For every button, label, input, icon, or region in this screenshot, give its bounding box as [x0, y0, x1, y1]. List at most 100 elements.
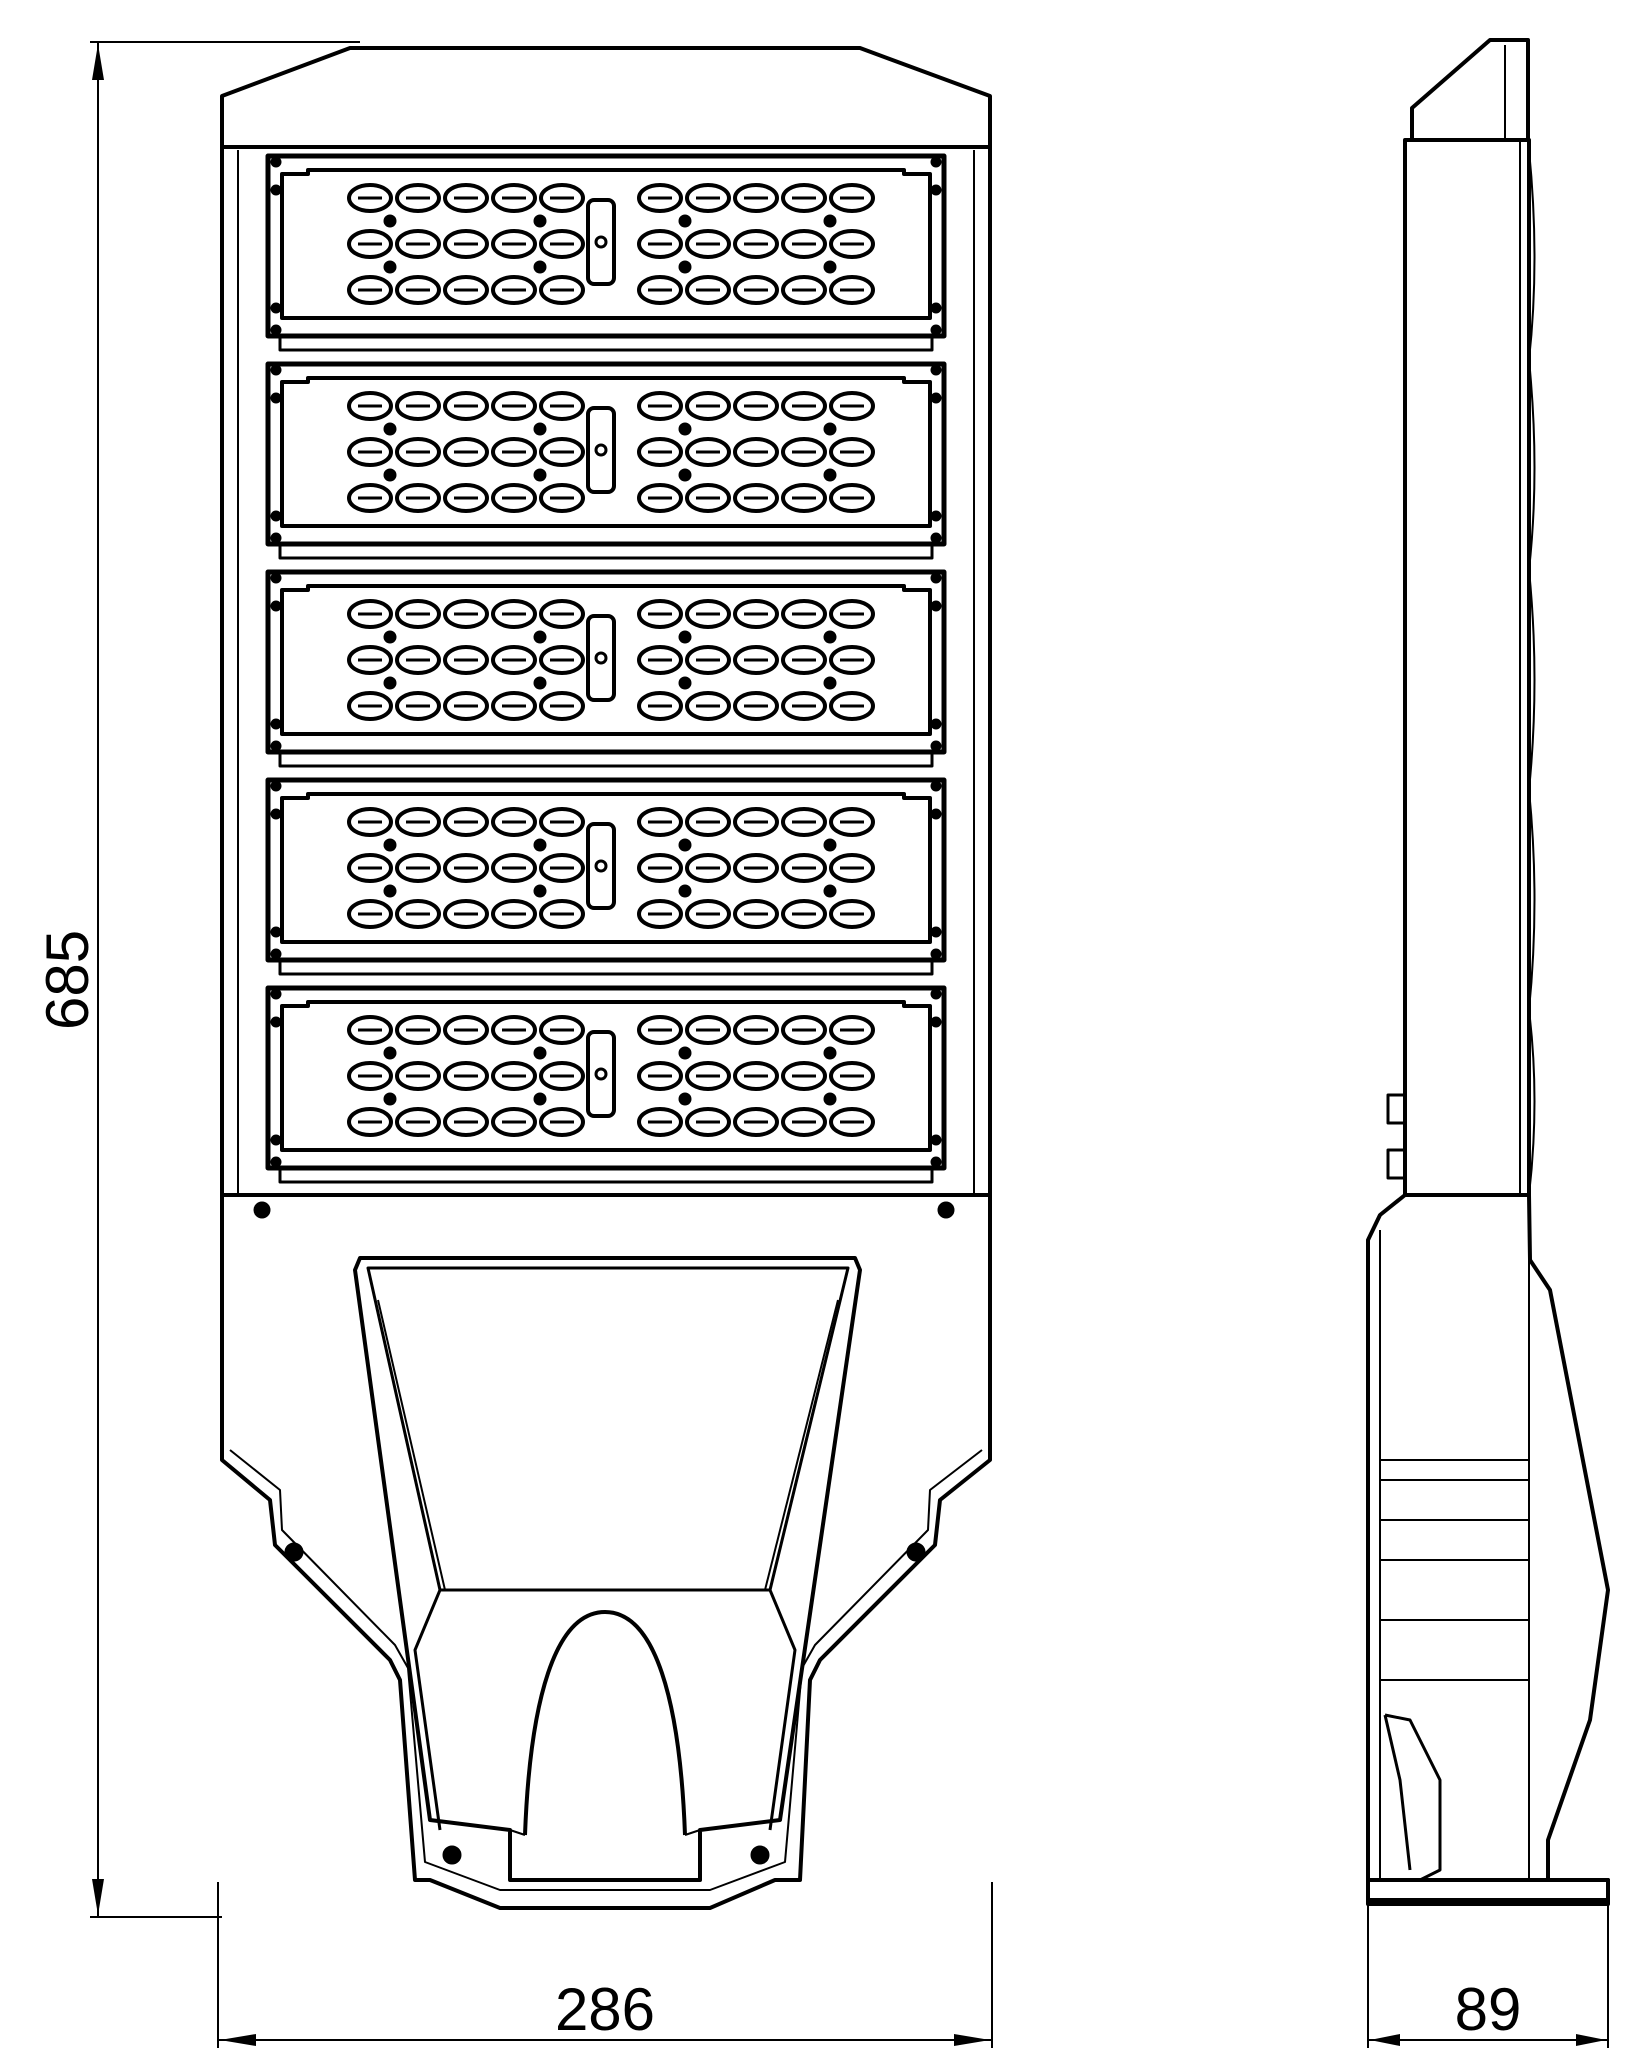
led-lens	[347, 391, 393, 421]
side-ribs	[1380, 1459, 1529, 1681]
led-lens	[491, 483, 537, 513]
led-lens	[685, 1015, 731, 1045]
led-lens	[781, 599, 827, 629]
led-lens	[685, 275, 731, 305]
led-module-center-window	[586, 614, 616, 702]
led-module-inner-frame	[280, 584, 932, 736]
front-view	[220, 46, 992, 1910]
led-lens	[781, 645, 827, 675]
led-module-inner-frame	[280, 1000, 932, 1152]
led-lens	[637, 599, 683, 629]
led-module-connector	[278, 334, 934, 352]
led-module-inner-frame	[280, 792, 932, 944]
led-lens	[637, 483, 683, 513]
screw	[253, 1201, 271, 1219]
led-screw-dot	[533, 838, 547, 852]
led-lens	[347, 645, 393, 675]
led-module-tab	[270, 780, 282, 792]
led-lens	[733, 807, 779, 837]
led-lens	[539, 229, 585, 259]
led-lens	[347, 691, 393, 721]
led-module-tab	[270, 1134, 282, 1146]
led-lens	[539, 899, 585, 929]
led-screw-dot	[823, 1092, 837, 1106]
led-module-center-window	[586, 1030, 616, 1118]
led-lens	[491, 1061, 537, 1091]
height-dimension-label: 685	[34, 930, 101, 1030]
led-lens	[685, 899, 731, 929]
led-module-connector	[278, 542, 934, 560]
led-lens	[829, 1107, 875, 1137]
led-lens	[685, 599, 731, 629]
screw	[750, 1845, 770, 1865]
led-lens	[781, 691, 827, 721]
pole-clamp-arch	[523, 1610, 687, 1836]
led-module-tab	[930, 156, 942, 168]
led-lens	[443, 1107, 489, 1137]
led-lens	[685, 183, 731, 213]
led-module-tab	[930, 324, 942, 336]
led-screw-dot	[823, 260, 837, 274]
led-screw-dot	[533, 884, 547, 898]
led-lens	[395, 437, 441, 467]
led-lens	[637, 229, 683, 259]
led-lens	[781, 437, 827, 467]
led-lens	[491, 1107, 537, 1137]
led-lens	[685, 645, 731, 675]
led-lens	[491, 437, 537, 467]
led-lens	[781, 483, 827, 513]
led-lens	[491, 599, 537, 629]
screw	[442, 1845, 462, 1865]
led-module-tab	[270, 364, 282, 376]
led-lens	[539, 483, 585, 513]
led-module-center-dot	[594, 235, 608, 249]
led-screw-dot	[678, 1092, 692, 1106]
led-lens	[685, 691, 731, 721]
led-module-center-dot	[594, 651, 608, 665]
screw	[937, 1201, 955, 1219]
led-lens	[733, 853, 779, 883]
led-screw-dot	[383, 260, 397, 274]
led-lens	[733, 229, 779, 259]
led-lens	[395, 229, 441, 259]
led-module-tab	[930, 718, 942, 730]
pole-adapter-inner	[366, 1266, 850, 1592]
led-screw-dot	[823, 838, 837, 852]
led-lens	[637, 275, 683, 305]
led-lens	[829, 437, 875, 467]
pole-adapter-lower	[413, 1589, 797, 1831]
led-module-connector	[278, 1166, 934, 1184]
led-lens	[443, 391, 489, 421]
dimension-width	[217, 1882, 993, 2048]
led-lens	[829, 599, 875, 629]
led-lens	[347, 437, 393, 467]
led-lens	[733, 1015, 779, 1045]
screw	[906, 1542, 926, 1562]
led-screw-dot	[383, 676, 397, 690]
led-lens	[539, 599, 585, 629]
led-lens	[443, 437, 489, 467]
led-lens	[829, 483, 875, 513]
led-module-tab	[930, 364, 942, 376]
led-screw-dot	[533, 422, 547, 436]
led-lens	[781, 1107, 827, 1137]
led-module-inner-frame	[280, 376, 932, 528]
led-lens	[395, 853, 441, 883]
pole-adapter-edge	[377, 1299, 446, 1591]
led-lens	[685, 1061, 731, 1091]
led-lens	[637, 853, 683, 883]
led-lens	[443, 645, 489, 675]
led-lens	[637, 1061, 683, 1091]
led-module-inner-frame	[280, 168, 932, 320]
led-lens	[829, 691, 875, 721]
led-lens	[491, 807, 537, 837]
led-module-tab	[270, 948, 282, 960]
led-lens	[539, 437, 585, 467]
led-lens	[733, 275, 779, 305]
led-lens	[637, 899, 683, 929]
led-module-tab	[930, 1156, 942, 1168]
led-lens	[637, 391, 683, 421]
led-screw-dot	[533, 630, 547, 644]
led-screw-dot	[823, 676, 837, 690]
led-lens	[443, 899, 489, 929]
